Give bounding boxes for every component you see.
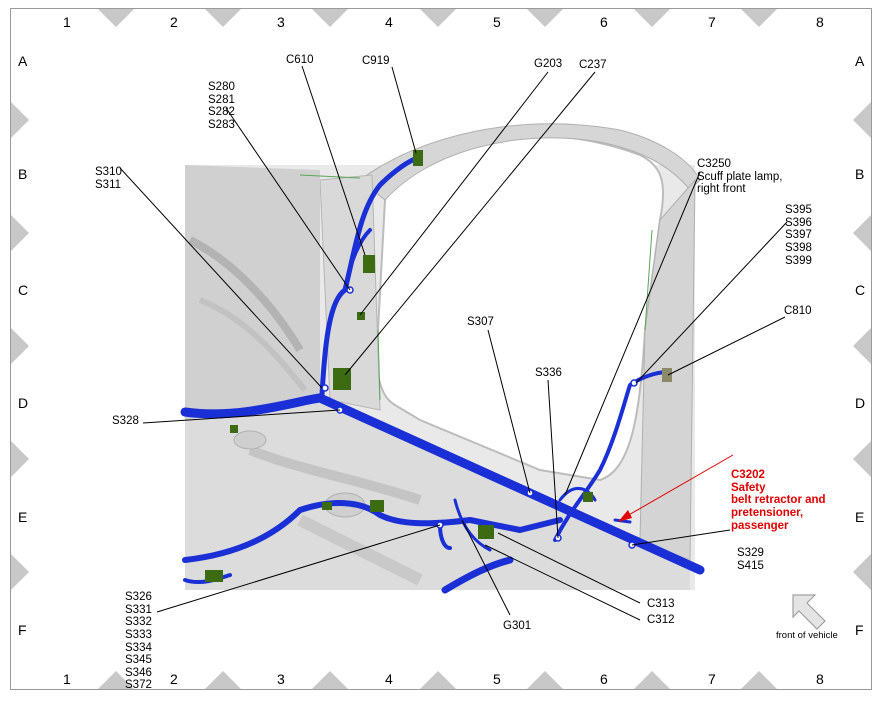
vehicle-body-illustration: [185, 123, 701, 590]
wiring-harness: [180, 155, 705, 594]
row-label-left: C: [18, 282, 29, 298]
callout-c810: C810: [784, 305, 812, 317]
callout-c610: C610: [286, 54, 314, 66]
diagram-frame: [10, 8, 872, 690]
row-label-left: D: [18, 395, 29, 411]
row-label-left: E: [18, 509, 28, 525]
callout-g203: G203: [534, 58, 563, 70]
row-label-right: B: [855, 166, 865, 182]
callout-c312: C312: [647, 614, 675, 626]
row-label-right: D: [855, 395, 866, 411]
column-label-bottom: 8: [816, 671, 824, 687]
column-label-bottom: 2: [170, 671, 178, 687]
row-label-left: B: [18, 166, 28, 182]
c3202-leader: [618, 454, 734, 522]
row-label-right: A: [855, 53, 865, 69]
column-label-bottom: 5: [493, 671, 501, 687]
column-label-bottom: 1: [63, 671, 71, 687]
callout-s328: S328: [112, 415, 139, 427]
callout-s307: S307: [467, 316, 494, 328]
row-label-right: C: [855, 282, 866, 298]
row-label-right: F: [855, 622, 864, 638]
column-label-top: 7: [708, 14, 716, 30]
column-label-bottom: 3: [277, 671, 285, 687]
leader-lines: [119, 65, 788, 621]
column-label-top: 8: [816, 14, 824, 30]
arrow-up-left-icon: [792, 594, 826, 630]
column-label-bottom: 7: [708, 671, 716, 687]
column-label-top: 2: [170, 14, 178, 30]
callout-s336: S336: [535, 367, 562, 379]
row-label-left: F: [18, 622, 27, 638]
column-label-top: 5: [493, 14, 501, 30]
column-label-top: 3: [277, 14, 285, 30]
border-markers: [11, 9, 871, 689]
callout-c237: C237: [579, 59, 607, 71]
column-label-top: 1: [63, 14, 71, 30]
row-label-right: E: [855, 509, 865, 525]
column-label-top: 4: [385, 14, 393, 30]
callout-c919: C919: [362, 55, 390, 67]
column-label-top: 6: [600, 14, 608, 30]
row-label-left: A: [18, 53, 28, 69]
front-of-vehicle-label: front of vehicle: [776, 630, 838, 641]
column-label-bottom: 6: [600, 671, 608, 687]
callout-g301: G301: [503, 620, 532, 632]
callout-c313: C313: [647, 598, 675, 610]
column-label-bottom: 4: [385, 671, 393, 687]
